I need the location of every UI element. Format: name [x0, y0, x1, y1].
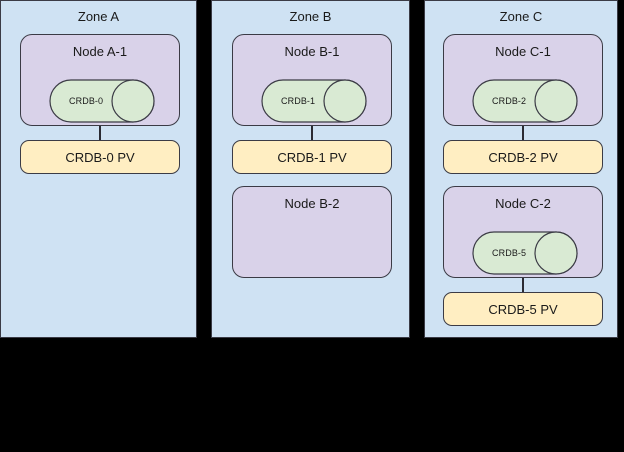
- pv-label: CRDB-5 PV: [488, 301, 558, 317]
- node-title: Node B-1: [284, 44, 340, 59]
- node-box-c-2: Node C-2 CRDB-5: [443, 186, 603, 278]
- zone-panel-c: Zone C Node C-1 CRDB-2 CRDB-2 PV Node C-…: [424, 0, 618, 338]
- pv-label: CRDB-2 PV: [488, 149, 558, 165]
- connector-line: [522, 278, 524, 293]
- cylinder-label: CRDB-0: [69, 96, 104, 106]
- cylinder-label: CRDB-5: [492, 248, 527, 258]
- cylinder-label: CRDB-2: [492, 96, 527, 106]
- zone-title: Zone C: [499, 9, 543, 24]
- database-cylinder-crdb-0: CRDB-0: [49, 79, 155, 123]
- connector-line: [311, 126, 313, 141]
- node-box-a-1: Node A-1 CRDB-0: [20, 34, 180, 126]
- pv-box-crdb-1: CRDB-1 PV: [232, 140, 392, 174]
- node-box-c-1: Node C-1 CRDB-2: [443, 34, 603, 126]
- pv-label: CRDB-1 PV: [277, 149, 347, 165]
- database-cylinder-crdb-5: CRDB-5: [472, 231, 578, 275]
- zone-title: Zone A: [77, 9, 120, 24]
- node-title: Node C-2: [495, 196, 551, 211]
- zone-panel-a: Zone A Node A-1 CRDB-0 CRDB-0 PV: [0, 0, 197, 338]
- node-title: Node A-1: [72, 44, 128, 59]
- cylinder-label: CRDB-1: [281, 96, 316, 106]
- node-box-b-2: Node B-2: [232, 186, 392, 278]
- database-cylinder-crdb-1: CRDB-1: [261, 79, 367, 123]
- pv-box-crdb-5: CRDB-5 PV: [443, 292, 603, 326]
- connector-line: [522, 126, 524, 141]
- node-title: Node C-1: [495, 44, 551, 59]
- pv-box-crdb-0: CRDB-0 PV: [20, 140, 180, 174]
- zone-panel-b: Zone B Node B-1 CRDB-1 CRDB-1 PV Node B-…: [211, 0, 410, 338]
- node-title: Node B-2: [284, 196, 340, 211]
- zone-title: Zone B: [289, 9, 332, 24]
- database-cylinder-crdb-2: CRDB-2: [472, 79, 578, 123]
- connector-line: [99, 126, 101, 141]
- node-box-b-1: Node B-1 CRDB-1: [232, 34, 392, 126]
- pv-label: CRDB-0 PV: [65, 149, 135, 165]
- pv-box-crdb-2: CRDB-2 PV: [443, 140, 603, 174]
